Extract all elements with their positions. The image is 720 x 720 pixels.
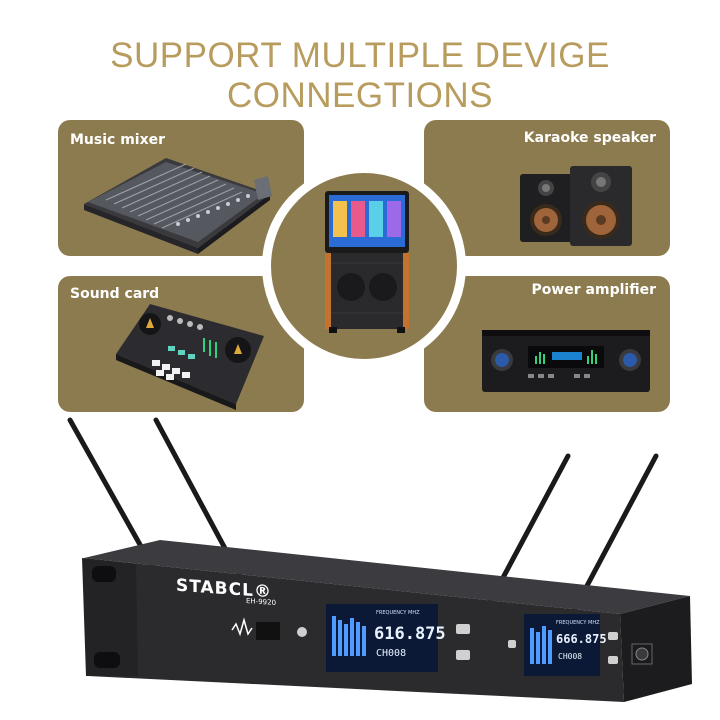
power-amplifier-label: Power amplifier xyxy=(531,282,656,298)
music-mixer-panel: Music mixer xyxy=(58,120,304,256)
karaoke-machine-circle xyxy=(262,164,466,368)
sound-card-image xyxy=(116,304,264,410)
music-mixer-label: Music mixer xyxy=(70,132,166,148)
frequency-display-1: 616.875 xyxy=(374,624,446,644)
channel-display-1: CH008 xyxy=(376,648,407,659)
mixer-image xyxy=(84,158,272,254)
amplifier-image xyxy=(482,330,650,392)
power-amplifier-panel: Power amplifier xyxy=(424,276,670,412)
karaoke-machine-image xyxy=(325,191,409,333)
sound-card-label: Sound card xyxy=(70,286,160,302)
karaoke-speaker-label: Karaoke speaker xyxy=(523,130,656,146)
sound-card-panel: Sound card xyxy=(58,276,304,412)
karaoke-speaker-panel: Karaoke speaker xyxy=(424,120,670,256)
antenna-1 xyxy=(67,417,155,569)
frequency-display-2: 666.875 xyxy=(556,632,607,646)
headline: SUPPORT MULTIPLE DEVIGE CONNEGTIONS xyxy=(110,36,610,115)
freq-label-2: FREQUENCY MHZ xyxy=(556,620,600,626)
speaker-image xyxy=(520,166,632,246)
channel-display-2: CH008 xyxy=(558,652,583,661)
freq-label-1: FREQUENCY MHZ xyxy=(376,610,420,616)
